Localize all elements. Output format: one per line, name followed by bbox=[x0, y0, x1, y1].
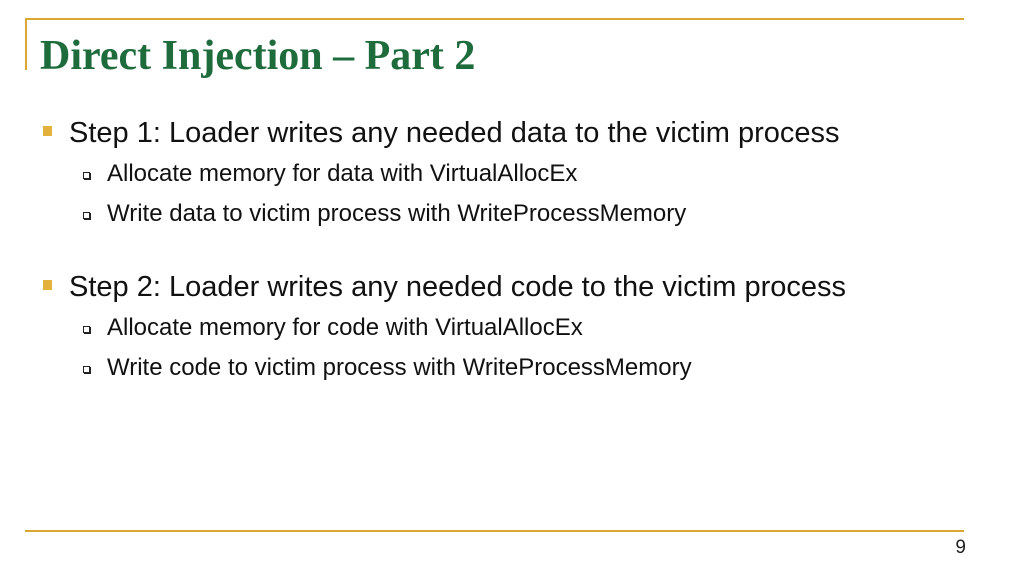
filled-square-icon bbox=[43, 280, 52, 290]
hollow-square-icon bbox=[83, 212, 90, 219]
sub-bullet-item: Write code to victim process with WriteP… bbox=[78, 348, 980, 388]
top-divider bbox=[25, 18, 964, 20]
hollow-square-icon bbox=[83, 366, 90, 373]
sub-bullet-item: Write data to victim process with WriteP… bbox=[78, 194, 980, 234]
bullet-list: Step 1: Loader writes any needed data to… bbox=[40, 112, 980, 388]
sub-bullet-text: Allocate memory for code with VirtualAll… bbox=[107, 314, 583, 341]
bullet-text: Step 2: Loader writes any needed code to… bbox=[69, 271, 846, 303]
slide-title: Direct Injection – Part 2 bbox=[40, 33, 476, 79]
bullet-item: Step 1: Loader writes any needed data to… bbox=[40, 112, 980, 154]
bullet-group-step-1: Step 1: Loader writes any needed data to… bbox=[40, 112, 980, 234]
bullet-text: Step 1: Loader writes any needed data to… bbox=[69, 117, 840, 149]
sub-bullet-item: Allocate memory for data with VirtualAll… bbox=[78, 154, 980, 194]
filled-square-icon bbox=[43, 126, 52, 136]
title-left-divider bbox=[25, 18, 27, 70]
sub-bullet-text: Allocate memory for data with VirtualAll… bbox=[107, 160, 578, 187]
bottom-divider bbox=[25, 530, 964, 532]
sub-bullet-text: Write code to victim process with WriteP… bbox=[107, 354, 692, 381]
bullet-group-step-2: Step 2: Loader writes any needed code to… bbox=[40, 266, 980, 388]
hollow-square-icon bbox=[83, 172, 90, 179]
sub-bullet-item: Allocate memory for code with VirtualAll… bbox=[78, 308, 980, 348]
sub-bullet-text: Write data to victim process with WriteP… bbox=[107, 200, 687, 227]
page-number: 9 bbox=[955, 537, 966, 558]
bullet-item: Step 2: Loader writes any needed code to… bbox=[40, 266, 980, 308]
hollow-square-icon bbox=[83, 326, 90, 333]
